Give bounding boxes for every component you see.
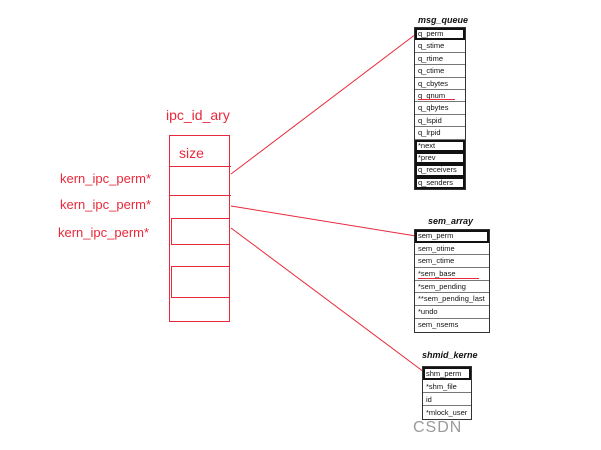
ipc-id-ary-slot <box>171 266 230 298</box>
sem-array-field: *sem_pending <box>415 281 489 294</box>
shmid-kernel-field: *mlock_user <box>426 408 468 417</box>
shmid-kernel-field: *shm_file <box>423 380 471 393</box>
msg-queue-field: q_lspid <box>415 115 465 128</box>
sem-array-field: sem_nsems <box>418 319 459 329</box>
kern-ipc-perm-label: kern_ipc_perm* <box>60 197 152 212</box>
connector-shmid-kernel <box>230 227 425 373</box>
msg-queue-field: *prev <box>415 151 465 165</box>
sem-array-field: sem_perm <box>415 230 489 243</box>
sem-array-field: *undo <box>415 306 489 319</box>
connector-msg-queue <box>230 33 417 175</box>
msg-queue-field: *next <box>415 139 465 152</box>
connector-sem-array <box>230 205 417 237</box>
msg-queue-title: msg_queue <box>418 15 469 25</box>
ipc-id-ary-divider <box>169 166 231 167</box>
sem-array-field: sem_otime <box>415 243 489 256</box>
ipc-id-ary-size-label: size <box>179 145 204 161</box>
msg-queue-field: q_qbytes <box>415 102 465 115</box>
sem-array-title: sem_array <box>428 216 474 226</box>
kern-ipc-perm-label: kern_ipc_perm* <box>60 171 152 186</box>
msg-queue-field: q_senders <box>415 176 465 190</box>
shmid-kernel-field: id <box>423 393 471 406</box>
sem-array-field: sem_ctime <box>415 255 489 269</box>
msg-queue-field: q_rtime <box>415 53 465 66</box>
sem-array-field: *sem_base <box>415 268 489 281</box>
csdn-watermark: CSDN <box>413 419 463 436</box>
msg-queue-field: q_perm <box>415 28 465 41</box>
msg-queue-field: q_ctime <box>415 65 465 78</box>
ipc-id-ary-title: ipc_id_ary <box>166 107 230 123</box>
sem-array-field: **sem_pending_last <box>415 293 489 307</box>
msg-queue-field: q_qnum <box>415 90 465 103</box>
shmid-kernel-field: shm_perm <box>423 367 471 380</box>
shmid-kernel-title: shmid_kerne <box>422 350 478 360</box>
kern-ipc-perm-label: kern_ipc_perm* <box>58 225 150 240</box>
ipc-id-ary-divider <box>169 195 231 196</box>
msg-queue-field: q_lrpid <box>415 127 465 140</box>
msg-queue-field: q_cbytes <box>415 78 465 90</box>
msg-queue-field: q_receivers <box>415 164 465 177</box>
msg-queue-field: q_stime <box>415 40 465 53</box>
ipc-id-ary-slot <box>171 218 230 245</box>
